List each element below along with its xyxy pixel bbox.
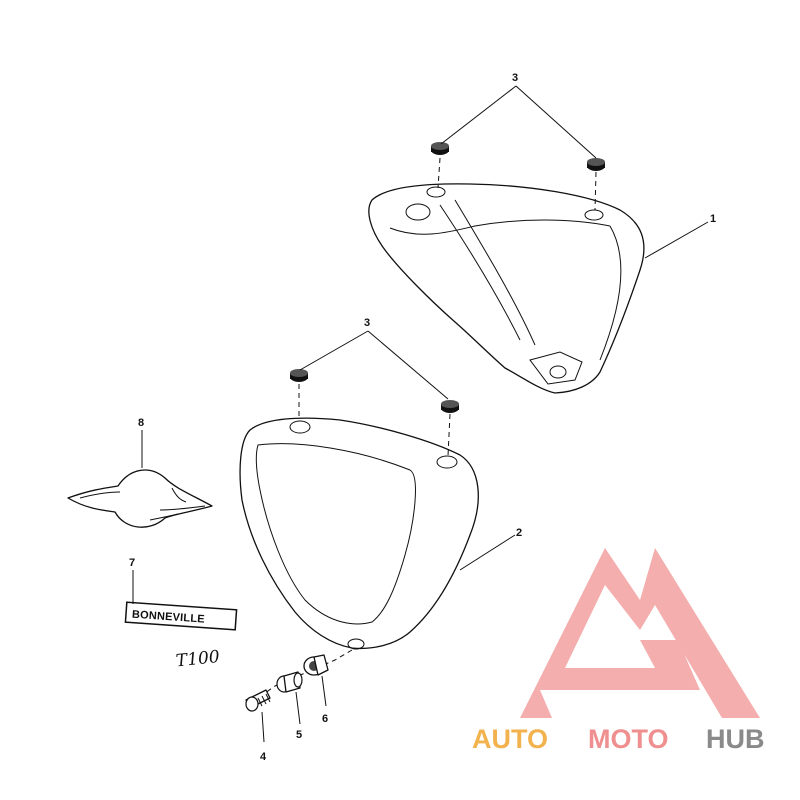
watermark-moto: MOTO [588, 724, 669, 754]
grommet-top-right [587, 158, 605, 171]
callout-8: 8 [138, 417, 144, 429]
watermark-hub: HUB [706, 724, 765, 754]
collar [276, 671, 303, 693]
watermark-text: AUTO MOTO HUB [472, 724, 765, 754]
callout-3-mid: 3 [364, 317, 370, 329]
grommet-top-left [431, 142, 449, 155]
t100-label: T100 [175, 647, 221, 671]
grommet-bottom [303, 654, 329, 676]
side-cover-upper [368, 183, 645, 394]
callout-3-top: 3 [512, 72, 518, 84]
tank-badge [67, 469, 213, 528]
grommet-mid-left [290, 369, 308, 382]
callout-7: 7 [129, 557, 135, 569]
callout-5: 5 [296, 729, 302, 741]
grommet-mid-right [441, 400, 459, 413]
watermark-logo [520, 548, 760, 718]
callout-6: 6 [322, 713, 328, 725]
callout-1: 1 [710, 213, 716, 225]
bonneville-decal: BONNEVILLE T100 [124, 601, 238, 671]
side-cover-lower [239, 417, 479, 650]
screw [245, 689, 271, 712]
callout-4: 4 [260, 751, 267, 763]
callout-2: 2 [516, 527, 522, 539]
watermark-auto: AUTO [472, 724, 548, 754]
bonneville-label: BONNEVILLE [132, 609, 206, 626]
watermark-logo-mark [520, 548, 760, 718]
